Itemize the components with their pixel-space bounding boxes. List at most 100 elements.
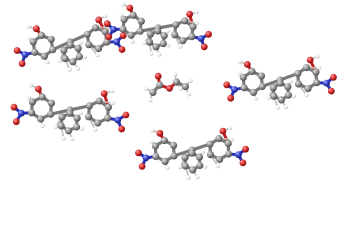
carbon-atom: [137, 17, 145, 25]
carbon-atom: [304, 85, 312, 93]
carbon-atom: [189, 23, 197, 31]
oxygen-atom: [10, 103, 18, 111]
hydrogen-atom: [150, 128, 155, 133]
carbon-atom: [249, 88, 258, 96]
carbon-atom: [64, 127, 73, 135]
carbon-atom: [188, 33, 196, 41]
carbon-atom: [269, 84, 277, 92]
oxygen-atom: [12, 118, 20, 126]
oxygen-atom: [219, 127, 227, 135]
hydrogen-atom: [70, 136, 75, 141]
carbon-atom: [57, 122, 65, 130]
carbon-atom: [181, 154, 189, 162]
hydrogen-atom: [79, 126, 85, 131]
carbon-atom: [129, 11, 137, 19]
hydrogen-atom: [227, 125, 233, 130]
hydrogen-atom: [200, 149, 205, 154]
hydrogen-atom: [203, 164, 208, 169]
hydrogen-atom: [283, 104, 289, 110]
carbon-atom: [270, 92, 278, 100]
hydrogen-atom: [149, 139, 154, 145]
carbon-atom: [85, 102, 93, 110]
carbon-atom: [161, 157, 169, 165]
carbon-atom: [170, 141, 178, 149]
carbon-atom: [188, 149, 196, 157]
oxygen-atom: [156, 129, 164, 137]
hydrogen-atom: [45, 59, 50, 65]
carbon-atom: [151, 142, 159, 150]
oxygen-atom: [32, 25, 40, 33]
oxygen-atom: [227, 94, 235, 102]
oxygen-atom: [126, 4, 134, 12]
carbon-atom: [224, 139, 232, 148]
hydrogen-atom: [142, 40, 147, 45]
carbon-atom: [38, 93, 46, 101]
hydrogen-atom: [194, 9, 200, 15]
carbon-atom: [85, 41, 93, 49]
hydrogen-atom: [67, 67, 72, 72]
hydrogen-atom: [78, 40, 83, 45]
carbon-atom: [40, 52, 49, 60]
oxygen-atom: [18, 60, 26, 67]
carbon-atom: [85, 113, 93, 121]
nitrogen-atom: [17, 109, 25, 117]
oxygen-atom: [95, 16, 103, 24]
hydrogen-atom: [27, 36, 32, 41]
nitrogen-atom: [231, 86, 238, 93]
carbon-atom: [37, 31, 46, 39]
carbon-atom: [181, 17, 189, 25]
oxygen-atom: [330, 73, 337, 81]
carbon-atom: [136, 27, 144, 35]
nitrogen-atom: [113, 38, 120, 46]
carbon-atom: [61, 55, 69, 63]
hydrogen-atom: [143, 86, 149, 91]
hydrogen-atom: [316, 65, 322, 71]
carbon-atom: [145, 38, 154, 46]
hydrogen-atom: [188, 78, 193, 83]
carbon-atom: [152, 43, 160, 51]
carbon-atom: [179, 37, 187, 45]
hydrogen-atom: [237, 59, 242, 64]
carbon-atom: [66, 41, 74, 49]
hydrogen-atom: [149, 51, 154, 56]
carbon-atom: [101, 28, 109, 36]
hydrogen-atom: [195, 174, 200, 180]
carbon-atom: [47, 99, 56, 107]
carbon-atom: [284, 91, 292, 99]
carbon-atom: [181, 83, 189, 91]
oxygen-atom: [223, 81, 231, 89]
ethyl-acetate-solvent: [143, 72, 193, 103]
bisphenol-molecule-upper-left: [13, 13, 127, 72]
carbon-atom: [28, 98, 36, 106]
hydrogen-atom: [166, 43, 171, 48]
carbon-atom: [83, 30, 91, 38]
carbon-atom: [206, 140, 214, 148]
bisphenol-molecule-lower-left: [10, 83, 130, 141]
oxygen-atom: [103, 20, 111, 28]
carbon-atom: [94, 119, 102, 127]
carbon-atom: [49, 46, 57, 54]
carbon-atom: [284, 83, 292, 91]
carbon-atom: [216, 155, 224, 164]
nitrogen-atom: [323, 79, 330, 87]
carbon-atom: [69, 58, 77, 66]
carbon-atom: [75, 53, 83, 61]
oxygen-atom: [327, 87, 335, 95]
hydrogen-atom: [186, 175, 191, 180]
carbon-atom: [239, 73, 247, 81]
hydrogen-atom: [215, 163, 220, 169]
carbon-atom: [312, 68, 320, 76]
hydrogen-atom: [186, 92, 191, 97]
carbon-atom: [257, 72, 266, 80]
hydrogen-atom: [266, 95, 271, 100]
carbon-atom: [313, 79, 321, 87]
hydrogen-atom: [57, 58, 63, 63]
hydrogen-atom: [178, 44, 183, 49]
carbon-atom: [240, 84, 248, 92]
carbon-atom: [156, 81, 164, 89]
hydrogen-atom: [121, 1, 126, 7]
hydrogen-atom: [28, 83, 34, 88]
carbon-atom: [146, 30, 154, 38]
carbon-atom: [95, 97, 103, 105]
hydrogen-atom: [194, 20, 199, 26]
